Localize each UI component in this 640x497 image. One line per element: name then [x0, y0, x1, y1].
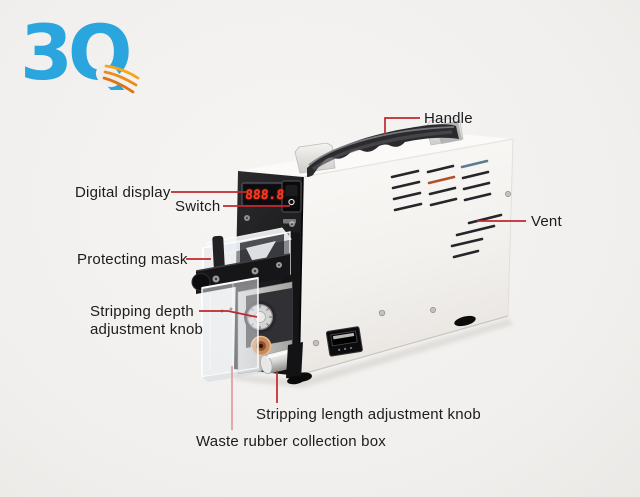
digital-display: [241, 182, 284, 207]
handle-leader-line: [384, 117, 420, 134]
label-stripping-depth-line2: adjustment knob: [90, 321, 204, 338]
label-waste-box: Waste rubber collection box: [196, 433, 386, 450]
power-switch: [281, 180, 302, 213]
display-readout: 888.8: [244, 188, 285, 203]
vent-slots: [390, 159, 503, 259]
label-protecting-mask: Protecting mask: [77, 251, 188, 268]
waste-collection-box: [201, 277, 264, 382]
label-digital-display: Digital display: [75, 184, 171, 201]
leader-lines: [171, 117, 526, 430]
label-stripping-depth: Stripping depth adjustment knob: [90, 303, 203, 339]
label-stripping-length: Stripping length adjustment knob: [256, 406, 481, 423]
logo-wires-icon: [95, 64, 140, 94]
power-socket: [325, 326, 363, 357]
label-switch: Switch: [175, 198, 221, 215]
handle: [294, 117, 464, 177]
switch-caption: [283, 219, 296, 224]
body-screws: [312, 191, 511, 347]
label-stripping-depth-line1: Stripping depth: [90, 303, 194, 320]
label-vent: Vent: [531, 213, 562, 230]
stripping-depth-leader-line: [199, 310, 258, 318]
machine-shadow: [234, 319, 514, 388]
label-handle: Handle: [424, 110, 473, 127]
